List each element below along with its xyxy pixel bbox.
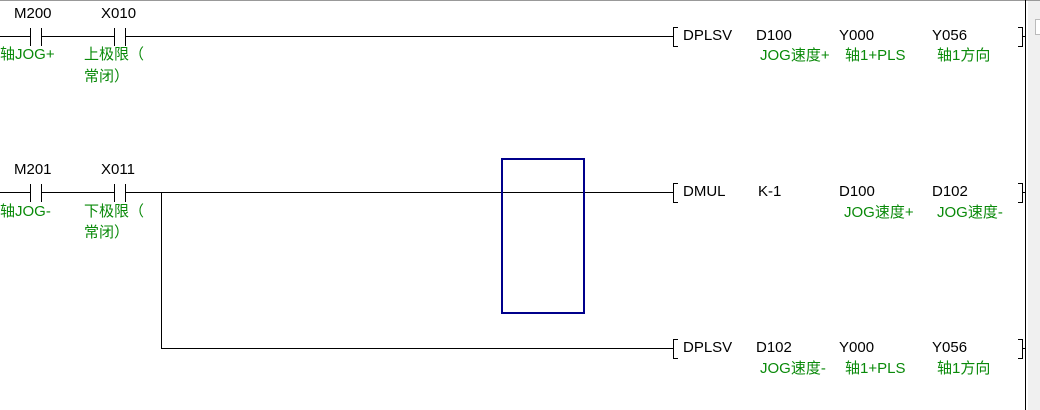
contact-m201[interactable]	[30, 184, 31, 202]
contact-gap	[31, 30, 41, 44]
contact-comment: 常闭）	[84, 224, 130, 241]
contact-m200[interactable]	[30, 28, 31, 46]
contact-bar	[125, 28, 126, 46]
contact-comment: 轴JOG+	[0, 46, 55, 63]
operand-comment: 轴1+PLS	[845, 47, 906, 64]
operand[interactable]: D102	[932, 183, 968, 200]
operand-comment: 轴1+PLS	[845, 360, 906, 377]
instruction-name[interactable]: DPLSV	[683, 339, 733, 356]
operand[interactable]: D100	[756, 27, 792, 44]
contact-gap	[31, 186, 41, 200]
instruction-close-bracket	[1018, 27, 1023, 47]
rung-line	[0, 36, 673, 37]
contact-gap	[115, 30, 125, 44]
rail-stub	[1022, 36, 1025, 37]
operand[interactable]: Y056	[932, 339, 968, 356]
right-power-rail	[1025, 0, 1026, 410]
contact-label: X011	[101, 161, 135, 178]
instruction-name[interactable]: DMUL	[683, 183, 726, 200]
contact-bar	[125, 184, 126, 202]
vertical-scrollbar[interactable]	[1028, 1, 1040, 410]
contact-bar	[41, 28, 42, 46]
operand[interactable]: Y000	[839, 339, 875, 356]
operand-comment: JOG速度+	[760, 47, 830, 64]
rung-line	[161, 348, 673, 349]
scrollbar-thumb[interactable]	[1035, 19, 1040, 35]
editor-cursor[interactable]	[501, 158, 585, 314]
rail-stub	[1022, 348, 1025, 349]
operand[interactable]: K-1	[758, 183, 782, 200]
operand-comment: 轴1方向	[937, 360, 991, 377]
instruction-open-bracket	[673, 27, 678, 47]
contact-label: X010	[101, 5, 137, 22]
operand-comment: JOG速度-	[760, 360, 826, 377]
instruction-open-bracket	[673, 339, 678, 359]
instruction-name[interactable]: DPLSV	[683, 27, 733, 44]
rail-stub	[1022, 192, 1025, 193]
top-border	[0, 0, 1040, 1]
contact-comment: 下极限（	[84, 203, 145, 220]
contact-gap	[115, 186, 125, 200]
instruction-close-bracket	[1018, 183, 1023, 203]
operand-comment: JOG速度+	[844, 204, 914, 221]
contact-x010[interactable]	[114, 28, 115, 46]
contact-comment: 上极限（	[84, 46, 145, 63]
operand[interactable]: Y056	[932, 27, 968, 44]
operand-comment: 轴1方向	[937, 47, 991, 64]
instruction-open-bracket	[673, 183, 678, 203]
operand[interactable]: Y000	[839, 27, 875, 44]
operand[interactable]: D102	[756, 339, 792, 356]
contact-label: M200	[14, 5, 52, 22]
instruction-close-bracket	[1018, 339, 1023, 359]
contact-comment: 常闭）	[84, 68, 130, 85]
branch-line	[161, 192, 162, 349]
contact-label: M201	[14, 161, 52, 178]
contact-bar	[41, 184, 42, 202]
contact-x011[interactable]	[114, 184, 115, 202]
operand-comment: JOG速度-	[937, 204, 1003, 221]
rung-line	[0, 192, 673, 193]
contact-comment: 轴JOG-	[0, 203, 51, 220]
operand[interactable]: D100	[839, 183, 875, 200]
